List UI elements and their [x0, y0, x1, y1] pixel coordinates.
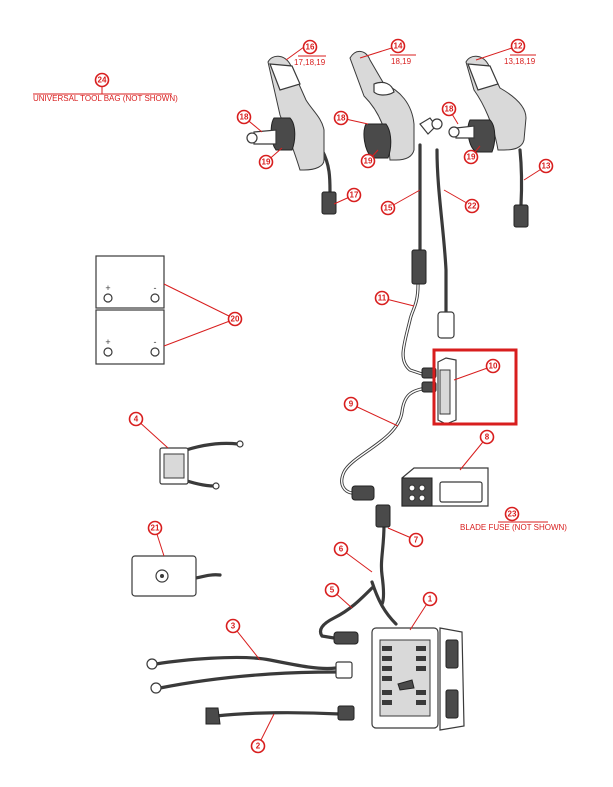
- svg-text:2: 2: [256, 742, 261, 751]
- svg-text:1: 1: [428, 595, 433, 604]
- svg-text:11: 11: [378, 294, 387, 303]
- highlight-box: [432, 348, 518, 426]
- callout-2: 2: [250, 738, 266, 754]
- svg-text:19: 19: [467, 153, 476, 162]
- callout-6: 6: [333, 541, 349, 557]
- callout-4: 4: [128, 411, 144, 427]
- svg-text:24: 24: [98, 76, 107, 85]
- callout-8: 8: [479, 429, 495, 445]
- note-tool-bag: UNIVERSAL TOOL BAG (NOT SHOWN): [33, 94, 178, 103]
- svg-text:5: 5: [330, 586, 335, 595]
- callout-18-left: 18: [236, 109, 252, 125]
- callout-23: 23: [504, 506, 520, 522]
- callout-19-left: 19: [258, 154, 274, 170]
- svg-text:13,18,19: 13,18,19: [504, 57, 536, 66]
- svg-text:9: 9: [349, 400, 354, 409]
- battery-plus-bottom: +: [105, 337, 110, 347]
- svg-text:14: 14: [394, 42, 403, 51]
- relay-harness: [159, 440, 244, 490]
- battery-minus-top: -: [154, 283, 157, 293]
- svg-text:15: 15: [384, 204, 393, 213]
- svg-text:6: 6: [339, 545, 344, 554]
- callout-20: 20: [227, 311, 243, 327]
- svg-text:19: 19: [364, 157, 373, 166]
- callout-7: 7: [408, 532, 424, 548]
- fuse-block: [401, 467, 489, 507]
- callout-16: 16 17,18,19: [294, 39, 326, 67]
- svg-text:21: 21: [151, 524, 160, 533]
- motor-controller: [371, 627, 465, 731]
- joystick-assembly-right: [448, 55, 529, 228]
- svg-text:16: 16: [306, 43, 315, 52]
- callout-13: 13: [538, 158, 554, 174]
- svg-text:7: 7: [414, 536, 419, 545]
- battery-cable-terminals: [146, 658, 355, 725]
- callout-15: 15: [380, 200, 396, 216]
- cable-harness: [154, 143, 524, 718]
- callout-19-right: 19: [463, 149, 479, 165]
- note-blade-fuse: BLADE FUSE (NOT SHOWN): [460, 523, 567, 532]
- callout-18-right: 18: [441, 101, 457, 117]
- callout-10: 10: [485, 358, 501, 374]
- svg-text:13: 13: [542, 162, 551, 171]
- svg-text:18: 18: [240, 113, 249, 122]
- svg-text:4: 4: [134, 415, 139, 424]
- svg-text:17,18,19: 17,18,19: [294, 58, 326, 67]
- callout-9: 9: [343, 396, 359, 412]
- svg-text:3: 3: [231, 622, 236, 631]
- buzzer-unit: [131, 555, 197, 597]
- battery-pair: + - + -: [95, 255, 165, 365]
- svg-text:12: 12: [514, 42, 523, 51]
- svg-text:10: 10: [489, 362, 498, 371]
- callout-14: 14 18,19: [390, 38, 416, 66]
- callout-5: 5: [324, 582, 340, 598]
- joystick-assembly-middle: [349, 51, 443, 161]
- svg-text:18: 18: [337, 114, 346, 123]
- callout-3: 3: [225, 618, 241, 634]
- svg-text:18,19: 18,19: [391, 57, 412, 66]
- callout-18-middle: 18: [333, 110, 349, 126]
- svg-text:19: 19: [262, 158, 271, 167]
- battery-plus-top: +: [105, 283, 110, 293]
- callout-1: 1: [422, 591, 438, 607]
- callout-12: 12 13,18,19: [504, 38, 536, 66]
- interface-module: [437, 357, 457, 425]
- callout-17: 17: [346, 187, 362, 203]
- callout-24: 24: [94, 72, 110, 88]
- callout-19-middle: 19: [360, 153, 376, 169]
- svg-text:17: 17: [350, 191, 359, 200]
- callout-11: 11: [374, 290, 390, 306]
- joystick-assembly-left: [246, 55, 337, 215]
- battery-minus-bottom: -: [154, 337, 157, 347]
- callout-22: 22: [464, 198, 480, 214]
- svg-text:22: 22: [468, 202, 477, 211]
- callout-21: 21: [147, 520, 163, 536]
- svg-text:23: 23: [508, 510, 517, 519]
- svg-text:20: 20: [231, 315, 240, 324]
- svg-text:18: 18: [445, 105, 454, 114]
- harness-connectors: [333, 249, 455, 645]
- svg-text:8: 8: [485, 433, 490, 442]
